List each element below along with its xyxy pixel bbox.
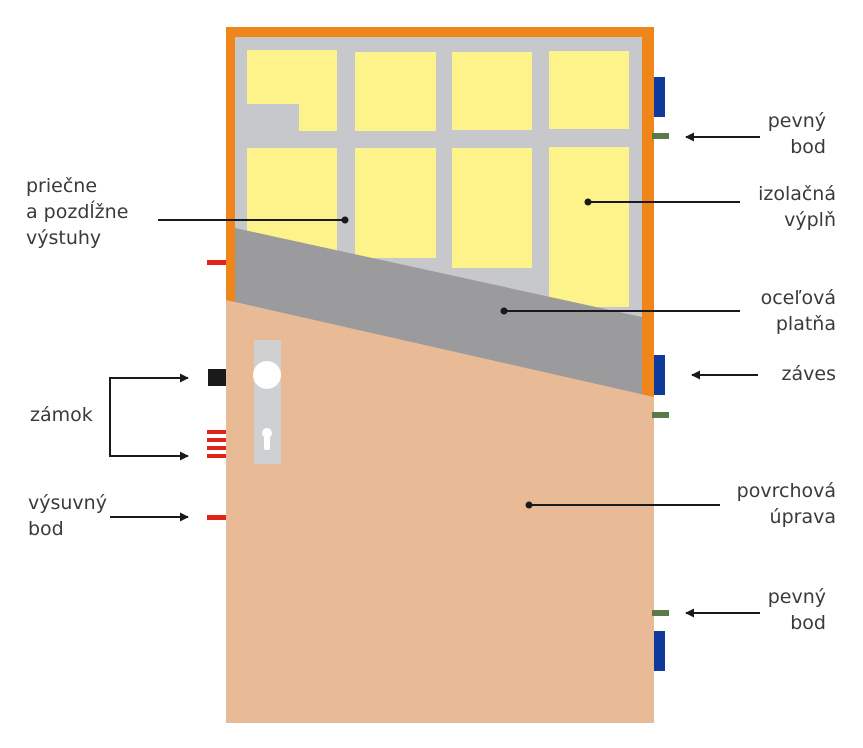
label-line: pevný [767, 110, 826, 132]
insulation-panel [247, 50, 337, 131]
surface-finish-panel [226, 300, 654, 723]
label-fixed-point-top: pevný bod [768, 108, 826, 160]
label-line: platňa [775, 313, 836, 335]
hinge [654, 77, 665, 117]
insulation-panel [355, 148, 436, 258]
leader-lines [158, 201, 740, 506]
label-steel-plate: oceľová platňa [761, 285, 836, 337]
label-line: a pozdĺžne [26, 201, 129, 223]
hinge [654, 631, 665, 671]
keyhole-icon [262, 428, 272, 450]
label-line: izolačná [758, 183, 836, 205]
label-line: priečne [26, 175, 98, 197]
label-insulation: izolačná výplň [758, 181, 836, 233]
label-line: povrchová [736, 480, 836, 502]
sliding-point [207, 515, 226, 520]
label-line: úprava [769, 506, 836, 528]
label-hinge: záves [782, 361, 836, 387]
sliding-point [207, 260, 226, 265]
label-line: výsuvný [28, 492, 107, 514]
label-line: výstuhy [26, 227, 102, 249]
label-line: zámok [30, 404, 93, 426]
insulation-panel [452, 52, 532, 130]
label-line: bod [790, 612, 826, 634]
arrows [109, 132, 760, 618]
label-line: bod [28, 518, 64, 540]
insulation-panel [452, 148, 532, 268]
lock-block [208, 369, 226, 386]
insulation-panel [549, 147, 629, 307]
label-lock: zámok [30, 402, 93, 428]
fixed-point [652, 412, 669, 418]
insulation-panel [549, 51, 629, 129]
label-line: oceľová [760, 287, 836, 309]
fixed-point [652, 133, 669, 139]
label-sliding-point: výsuvný bod [28, 490, 107, 542]
door-handle-knob [253, 361, 281, 389]
label-reinforcement: priečne a pozdĺžne výstuhy [26, 173, 128, 251]
insulation-panel [355, 52, 436, 131]
steel-plate [235, 228, 642, 395]
label-fixed-point-bottom: pevný bod [768, 584, 826, 636]
label-line: pevný [767, 586, 826, 608]
leader-dots [341, 198, 592, 509]
label-line: záves [781, 363, 836, 385]
label-line: bod [790, 136, 826, 158]
fixed-point [652, 610, 669, 616]
label-line: výplň [784, 209, 836, 231]
lock-bolts [207, 430, 226, 458]
hinge [654, 355, 665, 395]
label-surface-finish: povrchová úprava [737, 478, 836, 530]
arrow-lock-bracket [109, 377, 188, 457]
insulation-panels [247, 50, 629, 307]
